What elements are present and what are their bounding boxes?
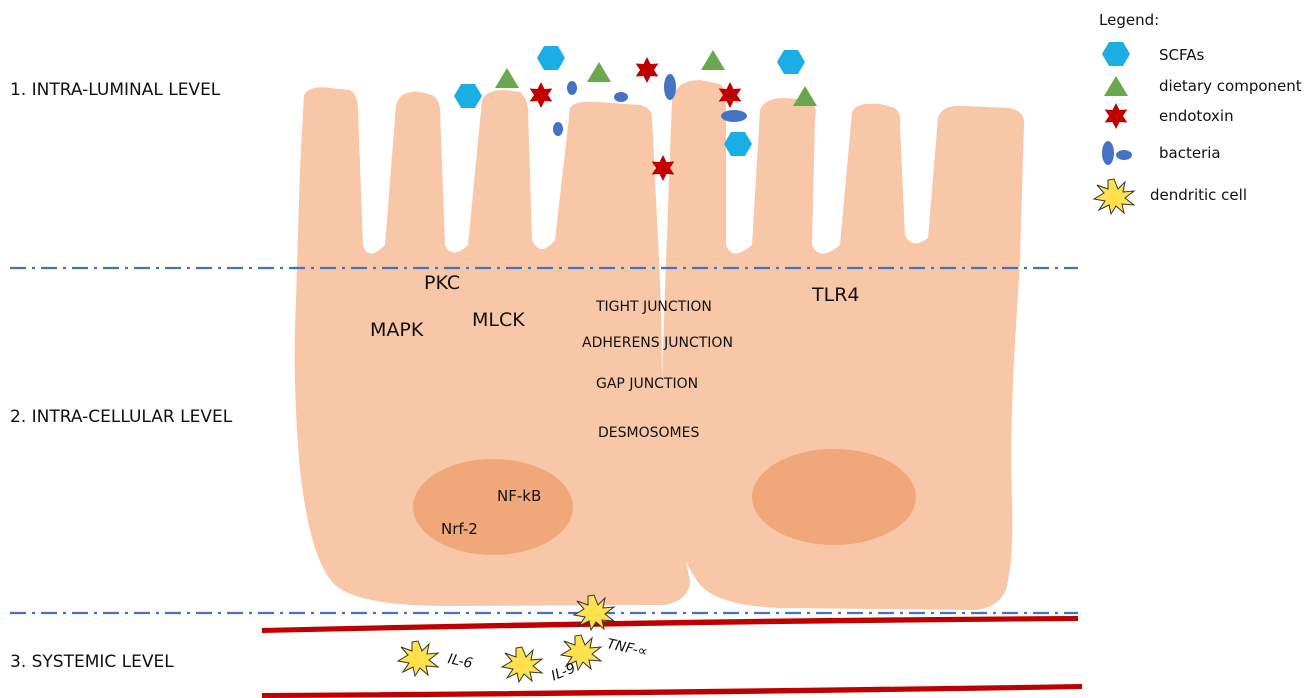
endotoxin-icon [636,57,659,83]
tlr4-label: TLR4 [812,284,859,306]
scfa-icon [454,84,482,108]
tight-junction-label: TIGHT JUNCTION [596,299,712,315]
scfa-icon [537,46,565,70]
dendritic-cell-icon [398,641,438,676]
legend-item-bacteria: bacteria [1159,144,1221,162]
bacteria-icon [664,74,676,100]
adherens-junction-label: ADHERENS JUNCTION [582,335,733,351]
right-nucleus [752,449,916,545]
dietary-component-icon [793,86,817,106]
legend-title: Legend: [1099,11,1159,29]
bacteria-icon [1102,141,1132,165]
gap-junction-label: GAP JUNCTION [596,376,698,392]
hexagon-icon [1102,42,1130,66]
endotoxin-icon [530,82,553,108]
legend-item-dendritic-cell: dendritic cell [1150,186,1247,204]
nrf2-label: Nrf-2 [441,520,478,538]
bacteria-icon [553,122,563,136]
dendritic-cell-icon [1094,179,1134,214]
intraluminal-level-label: 1. INTRA-LUMINAL LEVEL [10,80,220,100]
legend-item-scfas: SCFAs [1159,46,1204,64]
dietary-component-icon [701,50,725,70]
bacteria-icon [614,92,628,102]
dietary-component-icon [587,62,611,82]
desmosomes-label: DESMOSOMES [598,425,699,441]
scfa-icon [724,132,752,156]
pkc-label: PKC [424,272,460,294]
vessel-upper-wall [262,616,1078,633]
mapk-label: MAPK [370,319,423,341]
legend-item-endotoxin: endotoxin [1159,107,1234,125]
vessel-lower-wall [262,684,1082,698]
legend-item-dietary-component: dietary component [1159,77,1302,95]
systemic-level-label: 3. SYSTEMIC LEVEL [10,652,174,672]
dendritic-cell-icon [502,647,542,682]
dendritic-cells [398,595,614,682]
scfa-icon [777,50,805,74]
mlck-label: MLCK [472,309,525,331]
intracellular-level-label: 2. INTRA-CELLULAR LEVEL [10,407,232,427]
left-nucleus [413,459,573,555]
dietary-component-icon [495,68,519,88]
star-icon [1105,103,1128,129]
legend-icons [1094,42,1134,214]
bacteria-icon [721,110,747,122]
bacteria-icon [567,81,577,95]
nfkb-label: NF-kB [497,487,541,505]
triangle-icon [1104,76,1128,96]
